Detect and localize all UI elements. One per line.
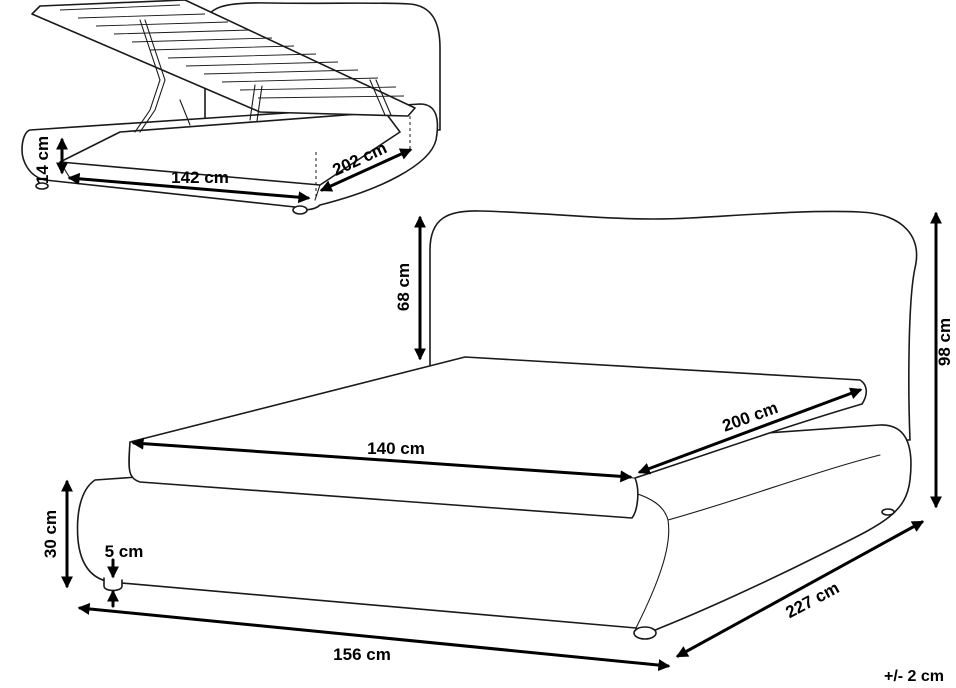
tolerance-note: +/- 2 cm <box>884 668 944 685</box>
label-storage-width: 142 cm <box>171 168 229 187</box>
dim-line-total-length <box>675 520 925 658</box>
label-total-length: 227 cm <box>782 578 842 622</box>
dim-line-storage-width <box>67 172 311 204</box>
leg-left <box>103 577 123 592</box>
dim-line-storage-length <box>319 148 413 192</box>
label-total-height: 98 cm <box>935 318 954 366</box>
dim-line-mattress-width <box>131 437 633 483</box>
label-frame-height: 30 cm <box>41 510 60 558</box>
label-headboard-height: 68 cm <box>394 263 413 311</box>
leg-front <box>633 626 657 640</box>
label-storage-depth: 14 cm <box>33 136 52 184</box>
main-bed-illustration <box>76 210 918 640</box>
small-slats <box>59 4 405 99</box>
label-mattress-width: 140 cm <box>367 439 425 458</box>
dim-line-total-width <box>77 602 671 672</box>
dim-line-mattress-length <box>637 387 863 475</box>
storage-bed-illustration <box>21 0 441 215</box>
small-lifted-platform <box>31 0 416 117</box>
label-total-width: 156 cm <box>333 645 391 664</box>
label-leg-height: 5 cm <box>105 542 144 561</box>
